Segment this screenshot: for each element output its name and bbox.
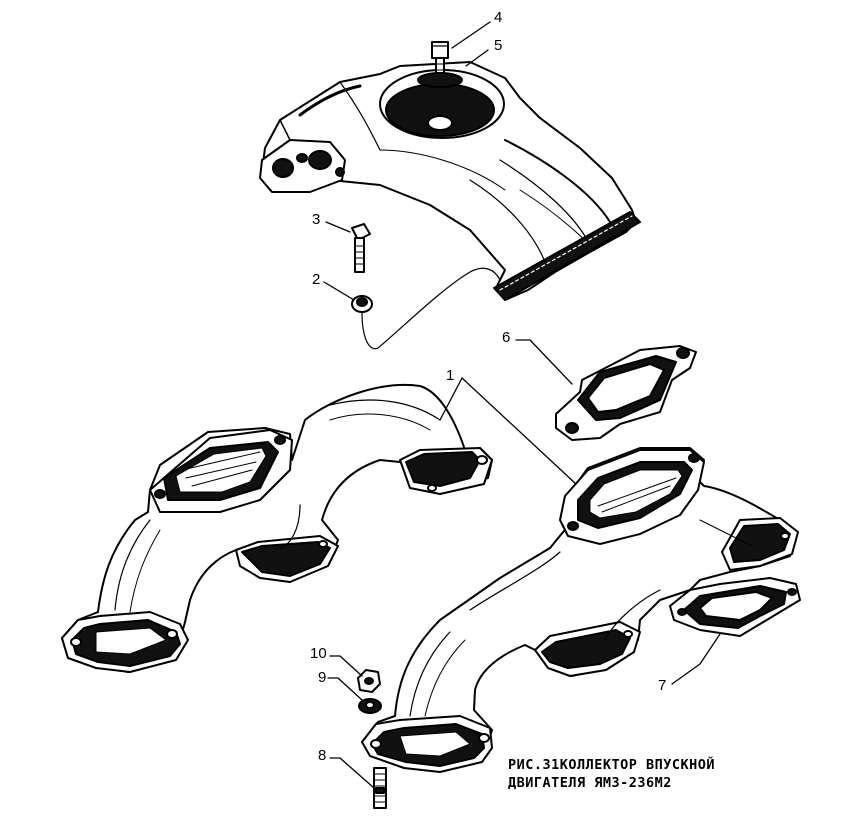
caption-line-2: ДВИГАТЕЛЯ ЯМЗ-236М2 (508, 775, 672, 791)
washer-9-part (358, 698, 382, 714)
leader-2 (323, 281, 355, 301)
leader-4 (451, 21, 491, 49)
label-5: 5 (494, 37, 503, 54)
figure-caption: РИС.31КОЛЛЕКТОР ВПУСКНОЙ ДВИГАТЕЛЯ ЯМЗ-2… (508, 756, 715, 792)
caption-line-1: РИС.31КОЛЛЕКТОР ВПУСКНОЙ (508, 757, 716, 773)
leader-lines (323, 21, 721, 789)
gasket-6-part (555, 345, 697, 441)
leader-10 (329, 655, 363, 677)
leader-9 (327, 677, 363, 701)
label-2: 2 (312, 271, 321, 288)
leader-8 (329, 757, 375, 789)
bolt-3-part (351, 223, 371, 273)
leader-1a (439, 377, 463, 421)
leader-6 (515, 339, 573, 385)
label-9: 9 (318, 669, 327, 686)
label-10: 10 (310, 645, 327, 662)
nut-10-part (357, 669, 381, 693)
label-7: 7 (658, 677, 667, 694)
leader-1b (461, 377, 577, 485)
label-3: 3 (312, 211, 321, 228)
gasket-7-part (669, 577, 801, 637)
bolt-4-part (417, 41, 463, 88)
manifold-left-part (61, 384, 493, 673)
label-1: 1 (446, 367, 455, 384)
label-4: 4 (494, 9, 503, 26)
elbow-pipe-part (259, 61, 641, 301)
label-6: 6 (502, 329, 511, 346)
stud-8-part (373, 767, 387, 809)
nut-2-part (351, 295, 373, 313)
leader-5 (465, 49, 489, 67)
assembly-line-2 (361, 267, 501, 350)
leader-3 (325, 221, 351, 233)
leader-7 (671, 633, 721, 685)
manifold-right-part (361, 447, 799, 773)
label-8: 8 (318, 747, 327, 764)
